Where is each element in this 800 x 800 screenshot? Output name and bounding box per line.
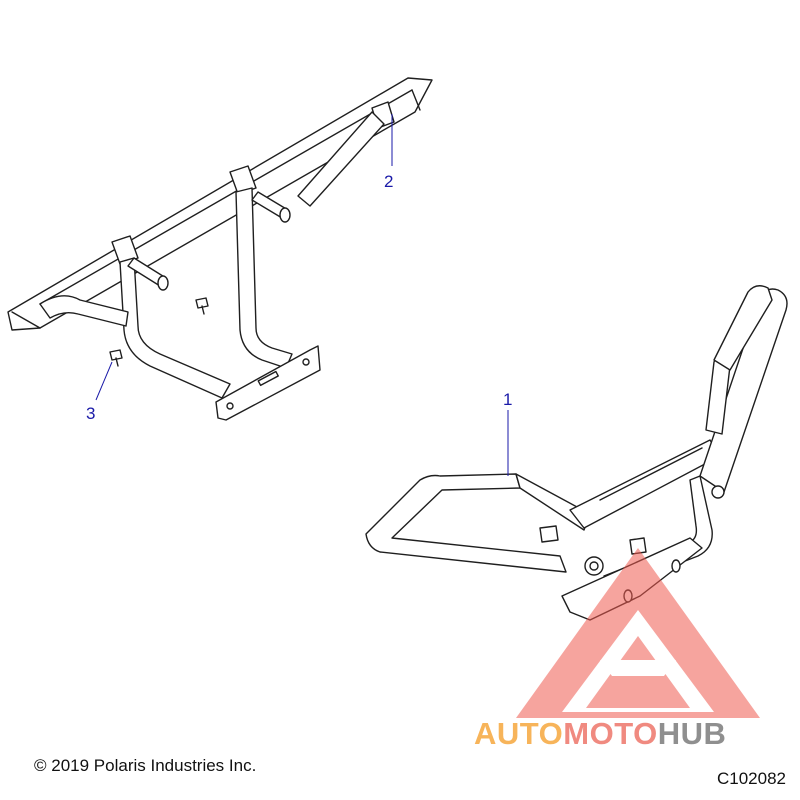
watermark-moto: MOTO [563, 716, 658, 751]
watermark-auto: AUTO [474, 716, 564, 751]
leader-line-3 [95, 361, 113, 401]
callout-1: 1 [503, 390, 513, 409]
watermark-hub: HUB [657, 716, 727, 751]
callout-3: 3 [86, 404, 96, 423]
automotohub-watermark-text: AUTOMOTOHUB [474, 716, 726, 752]
front-bumper-part-1 [365, 285, 788, 621]
callout-2: 2 [384, 172, 394, 191]
rear-bumper-part-2 [7, 77, 433, 421]
drawing-id: C102082 [716, 769, 786, 788]
automotohub-logo-mark [516, 548, 760, 718]
bolts-part-3 [109, 297, 209, 367]
copyright-text: © 2019 Polaris Industries Inc. [34, 756, 257, 775]
